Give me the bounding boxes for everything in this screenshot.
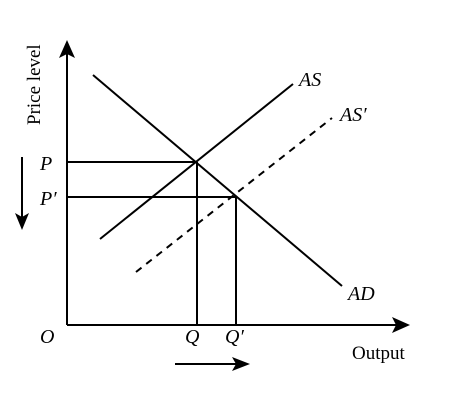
ad-curve-label: AD: [346, 283, 375, 305]
output-label-q-prime: Q′: [225, 326, 244, 348]
x-axis-title: Output: [352, 343, 406, 364]
axes: [59, 40, 410, 333]
y-axis-title: Price level: [24, 44, 45, 125]
price-down-arrowhead: [15, 213, 29, 230]
output-label-q: Q: [185, 326, 200, 348]
guide-lines: [67, 161, 237, 325]
y-axis-arrowhead: [59, 40, 75, 58]
ad-curve: [92, 74, 343, 287]
output-right-arrowhead: [232, 357, 250, 371]
as-curve: [99, 83, 294, 240]
origin-label: O: [40, 326, 54, 348]
x-axis-arrowhead: [392, 317, 410, 333]
price-label-p: P: [39, 153, 52, 175]
as-prime-curve-label: AS′: [338, 104, 367, 126]
price-label-p-prime: P′: [39, 188, 57, 210]
as-curve-label: AS: [297, 69, 321, 91]
as-prime-curve: [135, 117, 333, 273]
